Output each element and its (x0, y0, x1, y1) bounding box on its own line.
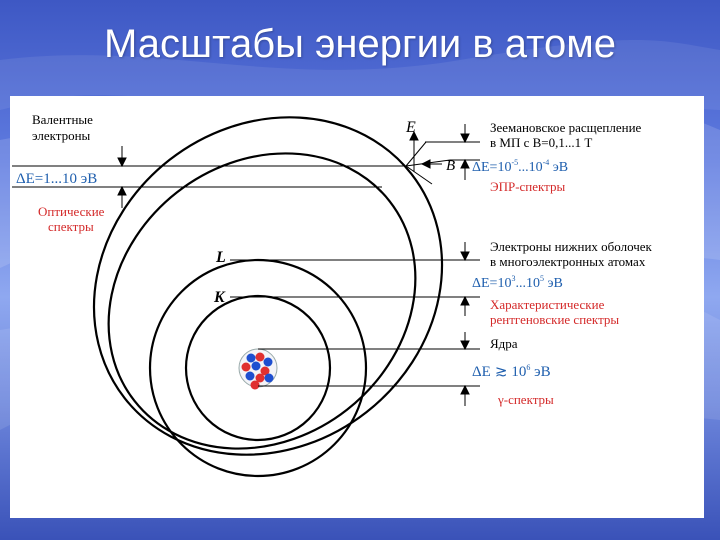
epr-delta-e: ΔE=10-5...10-4 эВ (472, 158, 568, 175)
inner-electrons-label-1: Электроны нижних оболочек (490, 239, 653, 254)
gamma-spectra-label: γ-спектры (497, 392, 554, 407)
valence-orbit (107, 152, 417, 450)
shell-L-label: L (215, 249, 226, 266)
xray-label-2: рентгеновские спектры (490, 312, 619, 327)
field-B-label: B (446, 158, 455, 174)
orbit-K (184, 294, 332, 442)
nuclear-delta-e: ΔE≳106 эВ (472, 363, 551, 380)
slide-title: Масштабы энергии в атоме (104, 22, 616, 66)
outer-orbit (92, 116, 444, 456)
zeeman-splitting-wedge (405, 141, 451, 185)
energy-axis-label: E (405, 119, 416, 136)
nucleus (238, 348, 278, 390)
zeeman-label-2: в МП с B=0,1...1 Т (490, 135, 592, 150)
xray-label-1: Характеристические (490, 297, 605, 312)
xray-delta-e: ΔE=103...105 эВ (472, 274, 563, 291)
inner-electrons-label-2: в многоэлектронных атомах (490, 254, 646, 269)
diagram-canvas: Валентные электроны ΔE=1...10 эВ Оптичес… (12, 112, 653, 478)
shell-K-label: K (213, 289, 226, 306)
epr-spectra-label: ЭПР-спектры (490, 179, 566, 194)
zeeman-label-1: Зеемановское расщепление (490, 120, 642, 135)
nuclei-label: Ядра (490, 336, 518, 351)
optical-label-2: спектры (48, 219, 94, 234)
valence-label-2: электроны (32, 128, 91, 143)
atom-energy-diagram: Валентные электроны ΔE=1...10 эВ Оптичес… (10, 96, 704, 518)
optical-label-1: Оптические (38, 204, 105, 219)
valence-delta-e: ΔE=1...10 эВ (16, 171, 97, 187)
valence-label-1: Валентные (32, 112, 93, 127)
